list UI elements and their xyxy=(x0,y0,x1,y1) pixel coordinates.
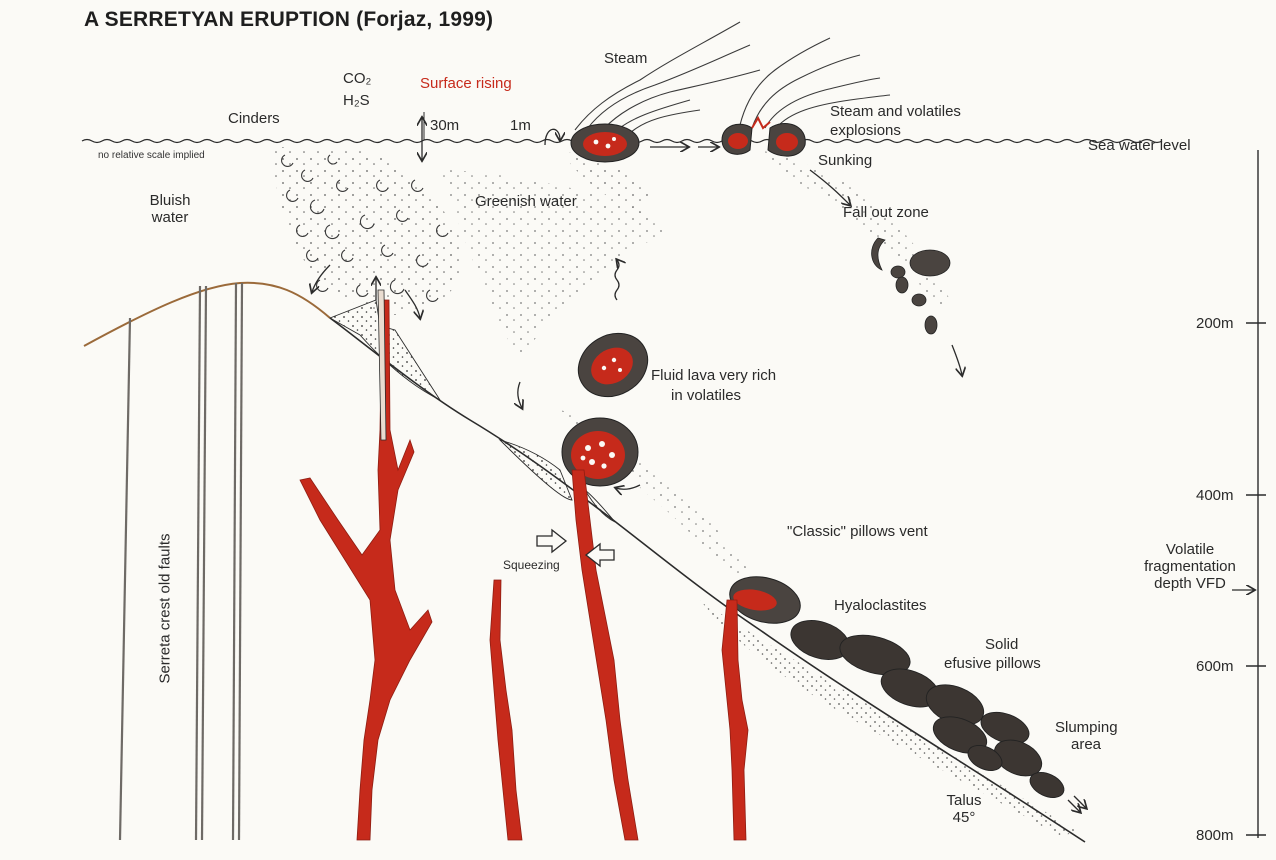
label-steam-volatiles: Steam and volatiles xyxy=(830,103,961,120)
label-squeezing: Squeezing xyxy=(503,557,560,574)
label-h2s: H₂S xyxy=(343,92,370,109)
label-greenish-water: Greenish water xyxy=(475,193,577,210)
depth-label-200: 200m xyxy=(1196,315,1234,332)
label-no-scale: no relative scale implied xyxy=(98,147,205,164)
surface-lava-blob xyxy=(571,124,639,162)
label-hyaloclastites: Hyaloclastites xyxy=(834,597,927,614)
label-bluish: Bluish xyxy=(140,192,200,209)
label-surface-rising: Surface rising xyxy=(420,75,512,92)
label-depth-vfd: depth VFD xyxy=(1126,575,1254,592)
solid-pillows xyxy=(786,614,1068,803)
label-fluid-lava-1: Fluid lava very rich xyxy=(651,367,776,384)
diagram-title: A SERRETYAN ERUPTION (Forjaz, 1999) xyxy=(84,11,493,28)
label-solid: Solid xyxy=(985,636,1018,653)
label-co2: CO₂ xyxy=(343,70,371,87)
label-volatile: Volatile xyxy=(1126,541,1254,558)
label-area: area xyxy=(1055,736,1117,753)
fluid-lava-blob xyxy=(567,321,659,409)
label-steam: Steam xyxy=(604,50,647,67)
label-bluish-water: Bluish water xyxy=(140,192,200,226)
label-talus-word: Talus xyxy=(936,792,992,809)
exploding-blob xyxy=(722,118,805,156)
label-cinders: Cinders xyxy=(228,110,280,127)
label-slumping: Slumping xyxy=(1055,719,1117,736)
label-talus: Talus 45° xyxy=(936,792,992,826)
label-classic-pillows: "Classic" pillows vent xyxy=(787,523,928,540)
depth-scale-axis xyxy=(1232,150,1266,838)
label-fall-out-zone: Fall out zone xyxy=(843,204,929,221)
cinder-cloud xyxy=(273,146,463,315)
ash-mound-mid xyxy=(500,440,572,500)
label-sea-water-level: Sea water level xyxy=(1088,137,1191,154)
label-1m: 1m xyxy=(510,117,531,134)
label-serreta-faults: Serreta crest old faults xyxy=(157,484,174,734)
label-30m: 30m xyxy=(430,117,459,134)
label-sunking: Sunking xyxy=(818,152,872,169)
sinking-trail xyxy=(760,150,950,310)
label-fragmentation: fragmentation xyxy=(1126,558,1254,575)
depth-label-600: 600m xyxy=(1196,658,1234,675)
label-fluid-lava-2: in volatiles xyxy=(671,387,741,404)
depth-label-400: 400m xyxy=(1196,487,1234,504)
depth-label-800: 800m xyxy=(1196,827,1234,844)
label-talus-angle: 45° xyxy=(936,809,992,826)
label-vfd: Volatile fragmentation depth VFD xyxy=(1126,541,1254,592)
label-explosions: explosions xyxy=(830,122,901,139)
label-efusive-pillows: efusive pillows xyxy=(944,655,1041,672)
label-water: water xyxy=(140,209,200,226)
old-fault-lines xyxy=(120,283,242,840)
hyaloclastite-apron xyxy=(700,600,1078,836)
label-slumping-area: Slumping area xyxy=(1055,719,1117,753)
